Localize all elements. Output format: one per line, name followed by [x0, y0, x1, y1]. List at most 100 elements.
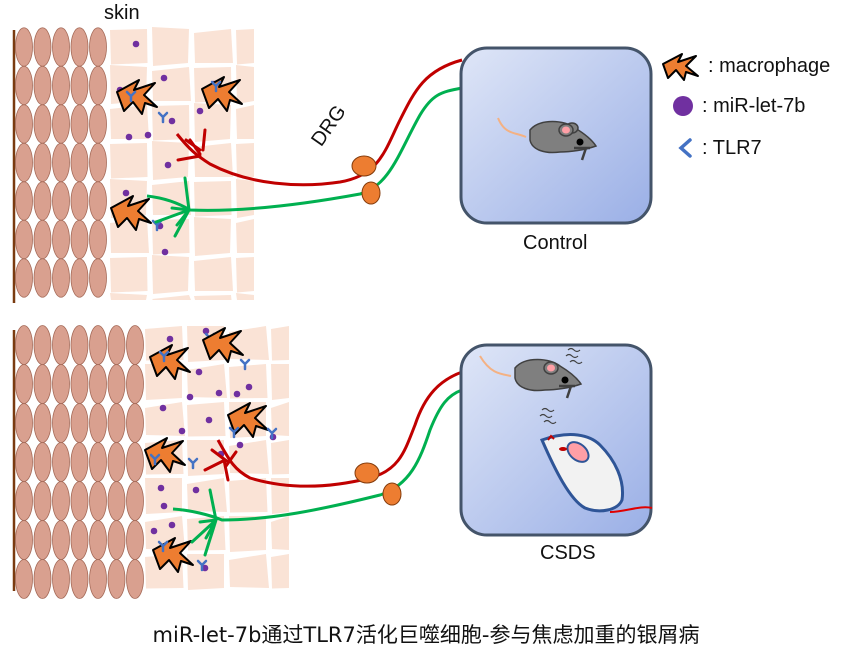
keratinocyte-cell: [33, 142, 52, 183]
mirna-dot: [245, 383, 253, 391]
keratinocyte-cell: [15, 181, 33, 221]
tlr7-receptor: [157, 540, 169, 553]
keratinocyte-cell: [107, 520, 126, 560]
skin-section-control: [12, 27, 254, 303]
keratinocyte-cell: [52, 104, 70, 144]
control-label: Control: [523, 232, 588, 254]
dermis-cell: [271, 364, 289, 400]
keratinocyte-cell: [33, 559, 52, 599]
tlr7-receptor: [158, 350, 170, 363]
tlr7-receptor-icon: [678, 138, 692, 158]
keratinocyte-cell: [89, 258, 107, 298]
dermis-cell: [229, 516, 266, 552]
dermis-cell: [187, 440, 224, 476]
keratinocyte-cell: [33, 442, 52, 482]
macrophage-cell: [110, 195, 152, 231]
mirna-dot: [186, 393, 194, 401]
keratinocyte-cell: [52, 181, 70, 221]
dermis-cell: [271, 440, 289, 475]
mirna-dot: [160, 502, 168, 510]
keratinocyte-cell: [107, 559, 126, 599]
mirna-dots: [150, 327, 277, 572]
keratinocyte-cell: [33, 219, 52, 260]
mirna-dot: [157, 484, 165, 492]
mirna-dot: [125, 133, 133, 141]
keratinocyte-cell: [52, 219, 70, 260]
keratinocyte-cell: [89, 219, 107, 260]
keratinocyte-cell: [89, 27, 107, 67]
tlr7-receptor: [266, 427, 278, 440]
dermis-cell: [271, 554, 289, 589]
mirna-dot: [168, 521, 176, 529]
mirna-dot: [195, 368, 203, 376]
nerve-green: [146, 86, 463, 212]
tlr7-receptor: [228, 426, 240, 439]
mirna-dot: [233, 390, 241, 398]
keratinocyte-cell: [126, 559, 144, 599]
dermis-cell: [236, 293, 254, 300]
stress-lines-icon: [539, 347, 583, 425]
dermis-cell: [110, 219, 149, 253]
keratinocyte-cell: [89, 481, 107, 521]
keratinocyte-cell: [89, 403, 107, 443]
macrophages: [144, 327, 278, 573]
dermis-cell: [229, 440, 269, 474]
mirna-dot: [196, 107, 204, 115]
keratinocyte-cell: [15, 442, 33, 482]
mirna-dot: [159, 404, 167, 412]
dermis-cell: [229, 478, 268, 513]
keratinocyte-cell: [89, 364, 107, 404]
dermis-cell: [229, 326, 269, 360]
keratinocyte-cell: [15, 27, 33, 67]
dermis-cell: [110, 293, 147, 300]
dermis-cell: [194, 181, 232, 217]
keratinocyte-cell: [52, 142, 70, 183]
mirna-dot: [192, 486, 200, 494]
dermis-cell: [229, 364, 268, 399]
keratinocyte-cell: [126, 364, 144, 404]
nerve-green-ending: [190, 488, 218, 557]
mirna-dot: [132, 40, 140, 48]
macrophage-cell: [201, 76, 243, 112]
dermis-cell: [145, 478, 182, 514]
macrophage-cell: [116, 79, 158, 115]
keratinocyte-cell: [89, 442, 107, 482]
keratinocyte-cell: [70, 442, 89, 482]
csds-label: CSDS: [540, 542, 596, 564]
nerve-green-ending: [154, 176, 191, 238]
dermis-cell: [236, 219, 254, 253]
mirna-dot: [202, 327, 210, 335]
tlr7-receptor: [239, 358, 251, 371]
mir-let-7b-dot-icon: [673, 96, 693, 116]
keratinocyte-cell: [107, 442, 126, 482]
mirna-dot: [166, 335, 174, 343]
dermis-cell: [271, 478, 289, 514]
keratinocyte-cell: [70, 520, 89, 560]
keratinocyte-cell: [15, 219, 33, 260]
keratinocyte-cell: [89, 325, 107, 365]
keratinocyte-cell: [52, 258, 70, 298]
dermis-cell: [194, 217, 231, 256]
control-box: [459, 46, 653, 225]
keratinocyte-layer: [15, 27, 107, 298]
keratinocyte-cell: [52, 520, 70, 560]
keratinocyte-cell: [33, 181, 52, 221]
dermis-cell: [110, 105, 149, 139]
gray-mouse-icon: [479, 355, 583, 399]
dermis-cell: [236, 105, 254, 139]
keratinocyte-cell: [33, 520, 52, 560]
dermis-cell: [152, 255, 189, 294]
keratinocyte-cell: [15, 481, 33, 521]
tlr7-receptor: [157, 111, 169, 124]
keratinocyte-cell: [70, 481, 89, 521]
dermis-cell: [152, 295, 191, 300]
tlr7-receptor: [151, 219, 163, 232]
keratinocyte-cell: [107, 403, 126, 443]
keratinocyte-cell: [70, 65, 89, 106]
mirna-dot: [150, 527, 158, 535]
keratinocyte-cell: [52, 364, 70, 404]
mirna-dot: [122, 189, 130, 197]
legend-tlr7: : TLR7: [674, 136, 762, 160]
mirna-dot: [168, 117, 176, 125]
skin-label: skin: [104, 2, 140, 24]
